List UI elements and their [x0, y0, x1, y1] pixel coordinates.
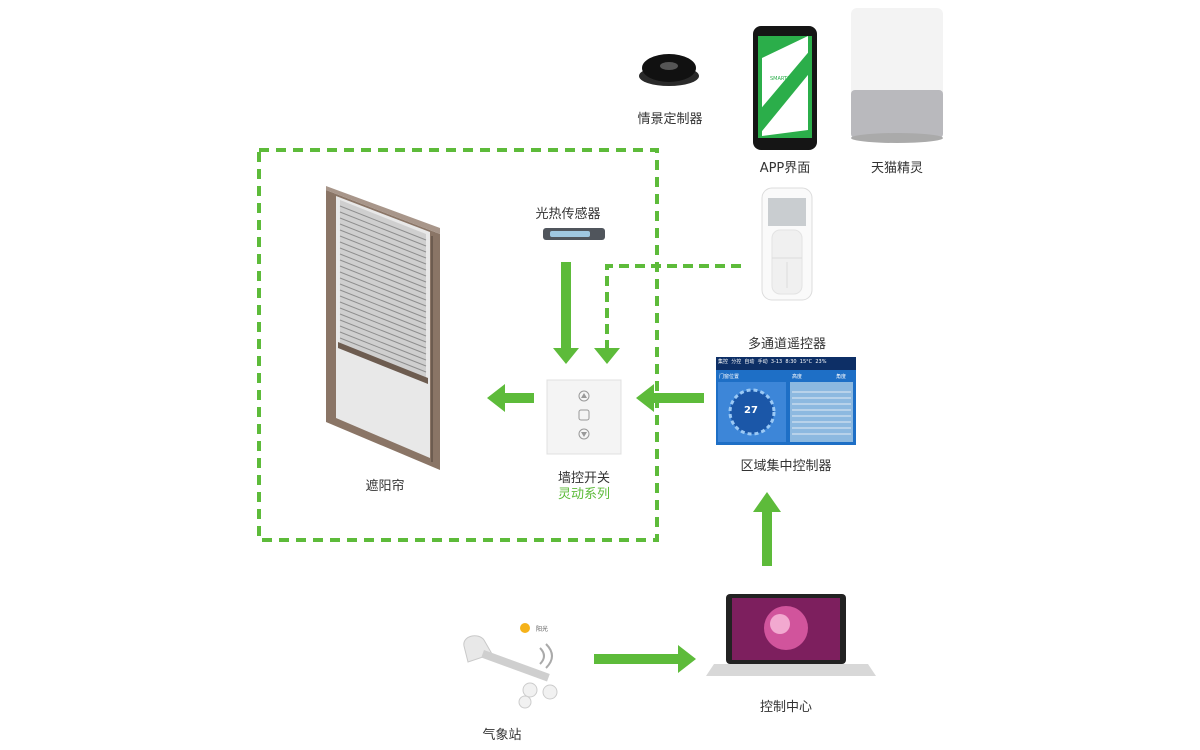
weather-note: 阳光 — [536, 626, 549, 633]
laptop-image — [706, 594, 876, 676]
status-item: 集控 — [718, 359, 729, 365]
zone-screen-center-value: 27 — [744, 405, 758, 416]
center-to-zone-arrow — [753, 492, 781, 566]
phone-brand: SMARTSOLAR — [770, 76, 804, 82]
remote-to-switch-dashed-arrow — [594, 264, 741, 364]
screen-date: 3-13 — [770, 359, 783, 365]
weather-to-center-arrow — [594, 645, 696, 673]
label-tmall: 天猫精灵 — [870, 161, 923, 176]
zone-screen-left-title: 门窗位置 — [719, 374, 740, 380]
scene-controller-image — [639, 54, 699, 86]
remote-image — [761, 187, 813, 301]
status-item: 手动 — [757, 359, 768, 365]
weather-station-image — [463, 623, 558, 709]
label-light-sensor: 光热传感器 — [535, 207, 601, 222]
phone-image — [753, 26, 817, 150]
zone-screen-status: 集控 分控 自动 手动 3-13 8:30 15°C 23% — [718, 358, 854, 365]
label-zone-controller: 区域集中控制器 — [740, 459, 832, 474]
blind-window-image — [326, 186, 440, 470]
screen-humidity: 23% — [815, 359, 827, 365]
sensor-to-switch-arrow — [553, 262, 579, 364]
status-item: 分控 — [731, 359, 742, 365]
label-blind: 遮阳帘 — [365, 479, 405, 494]
label-weather-station: 气象站 — [482, 728, 522, 743]
label-wall-switch: 墙控开关 — [557, 471, 610, 486]
screen-time: 8:30 — [785, 359, 797, 365]
label-remote: 多通道遥控器 — [747, 337, 826, 352]
zone-screen-right-title2: 角度 — [836, 374, 847, 380]
switch-to-blind-arrow — [487, 384, 534, 412]
status-item: 自动 — [744, 359, 755, 365]
zone-screen-right-title: 高度 — [792, 374, 803, 380]
label-wall-switch-series: 灵动系列 — [557, 487, 610, 502]
zone-controller-image — [716, 357, 856, 445]
label-scene-controller: 情景定制器 — [637, 112, 703, 127]
label-app: APP界面 — [759, 161, 811, 176]
screen-temperature: 15°C — [799, 359, 813, 365]
label-control-center: 控制中心 — [759, 700, 812, 715]
tmall-speaker-image — [851, 8, 943, 143]
light-sensor-image — [543, 228, 605, 240]
dashed-enclosure — [257, 148, 659, 542]
wall-switch-image — [546, 379, 622, 455]
zone-to-switch-arrow — [636, 384, 704, 412]
